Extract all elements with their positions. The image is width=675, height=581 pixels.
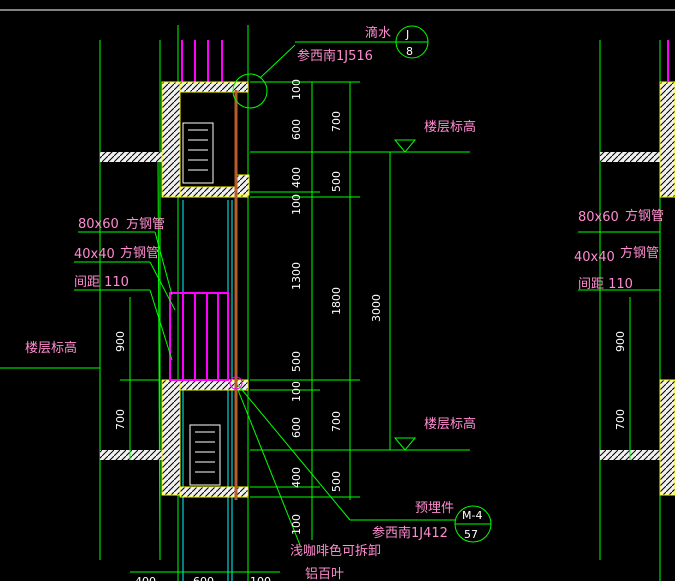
dimension-lines bbox=[120, 81, 470, 540]
ref-bottom-label: 参西南1J412 bbox=[372, 525, 448, 541]
drip-leader bbox=[259, 44, 296, 79]
ref-top-label: 参西南1J516 bbox=[297, 48, 373, 64]
svg-text:1300: 1300 bbox=[290, 262, 303, 290]
svg-text:3000: 3000 bbox=[370, 294, 383, 322]
drip-detail-top: J bbox=[405, 28, 409, 41]
slab-hatching bbox=[100, 81, 250, 498]
steel-40-label-right: 40x40 bbox=[574, 250, 615, 265]
steel-40-label: 40x40 bbox=[74, 247, 115, 262]
steel-leaders bbox=[74, 231, 301, 546]
steel-40-name-right: 方钢管 bbox=[620, 245, 659, 261]
svg-text:900: 900 bbox=[614, 331, 627, 352]
embedded-label: 预埋件 bbox=[415, 501, 454, 516]
balcony-railing bbox=[169, 292, 229, 381]
steel-80-label-right: 80x60 bbox=[578, 210, 619, 225]
svg-text:1800: 1800 bbox=[330, 287, 343, 315]
right-partial-section bbox=[578, 40, 675, 581]
svg-text:500: 500 bbox=[330, 471, 343, 492]
svg-text:400: 400 bbox=[135, 575, 156, 581]
svg-text:700: 700 bbox=[330, 411, 343, 432]
steel-80-name: 方钢管 bbox=[126, 216, 165, 232]
svg-text:500: 500 bbox=[290, 351, 303, 372]
svg-text:700: 700 bbox=[114, 409, 127, 430]
louver-color-label: 浅咖啡色可拆卸 bbox=[290, 543, 381, 559]
drip-label: 滴水 bbox=[365, 25, 391, 41]
floor-level-label-1: 楼层标高 bbox=[424, 119, 476, 135]
ac-unit-bottom bbox=[189, 424, 221, 486]
level-marker-2 bbox=[393, 437, 417, 451]
svg-text:700: 700 bbox=[614, 409, 627, 430]
svg-text:700: 700 bbox=[330, 111, 343, 132]
svg-text:400: 400 bbox=[290, 167, 303, 188]
top-louvers bbox=[181, 40, 223, 82]
svg-text:400: 400 bbox=[290, 467, 303, 488]
louver-label: 铝百叶 bbox=[305, 567, 344, 581]
level-marker-1 bbox=[393, 139, 417, 153]
ac-unit-top bbox=[182, 122, 214, 184]
drip-detail-bottom: 8 bbox=[406, 45, 413, 58]
svg-text:600: 600 bbox=[193, 575, 214, 581]
steel-40-name: 方钢管 bbox=[120, 245, 159, 261]
floor-level-label-2: 楼层标高 bbox=[424, 416, 476, 432]
embedded-detail-bottom: 57 bbox=[464, 528, 478, 541]
svg-text:600: 600 bbox=[290, 417, 303, 438]
svg-text:100: 100 bbox=[290, 514, 303, 535]
svg-text:100: 100 bbox=[290, 381, 303, 402]
spacing-label-right: 间距 110 bbox=[578, 277, 633, 292]
dimension-texts: 100 600 400 100 1300 500 100 600 400 100… bbox=[114, 79, 627, 581]
embedded-detail-top: M-4 bbox=[462, 509, 482, 522]
svg-text:100: 100 bbox=[250, 575, 271, 581]
drip-callout-circle bbox=[232, 73, 268, 109]
svg-text:500: 500 bbox=[330, 171, 343, 192]
svg-text:100: 100 bbox=[290, 194, 303, 215]
steel-80-name-right: 方钢管 bbox=[625, 208, 664, 224]
floor-level-label-left: 楼层标高 bbox=[25, 340, 77, 356]
steel-80-label: 80x60 bbox=[78, 217, 119, 232]
svg-text:100: 100 bbox=[290, 79, 303, 100]
svg-text:600: 600 bbox=[290, 119, 303, 140]
svg-text:900: 900 bbox=[114, 331, 127, 352]
spacing-label: 间距 110 bbox=[74, 275, 129, 290]
